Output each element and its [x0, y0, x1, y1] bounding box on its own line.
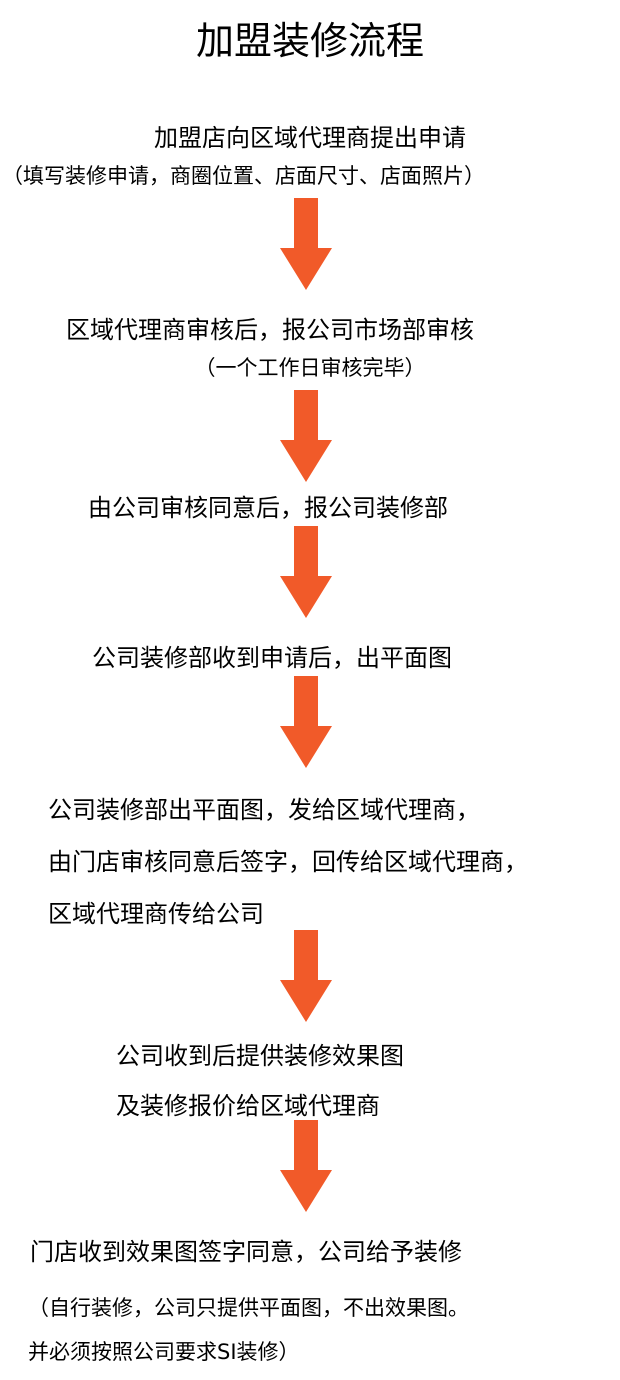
step-4-text: 公司装修部收到申请后，出平面图: [92, 644, 452, 672]
step-1-note: （填写装修申请，商圈位置、店面尺寸、店面照片）: [2, 164, 485, 188]
step-3-text: 由公司审核同意后，报公司装修部: [88, 494, 448, 522]
step-5-text-line-2: 由门店审核同意后签字，回传给区域代理商，: [48, 848, 528, 876]
step-7-note-line-1: （自行装修，公司只提供平面图，不出效果图。: [28, 1296, 469, 1320]
step-7-text: 门店收到效果图签字同意，公司给予装修: [30, 1238, 462, 1266]
step-5-text-line-3: 区域代理商传给公司: [48, 900, 264, 928]
arrow-down-icon: [280, 198, 332, 290]
step-6-text-line-1: 公司收到后提供装修效果图: [116, 1042, 404, 1070]
step-5-text-line-1: 公司装修部出平面图，发给区域代理商，: [48, 796, 480, 824]
step-2-note: （一个工作日审核完毕）: [194, 356, 426, 380]
step-6-text-line-2: 及装修报价给区域代理商: [116, 1092, 380, 1120]
arrow-down-icon: [280, 1120, 332, 1212]
arrow-down-icon: [280, 390, 332, 482]
step-1-text: 加盟店向区域代理商提出申请: [154, 124, 466, 152]
step-7-note-line-2: 并必须按照公司要求SI装修）: [28, 1340, 300, 1364]
arrow-down-icon: [280, 930, 332, 1022]
arrow-down-icon: [280, 676, 332, 768]
page-title: 加盟装修流程: [195, 19, 424, 63]
arrow-down-icon: [280, 526, 332, 618]
step-2-text: 区域代理商审核后，报公司市场部审核: [66, 316, 474, 344]
